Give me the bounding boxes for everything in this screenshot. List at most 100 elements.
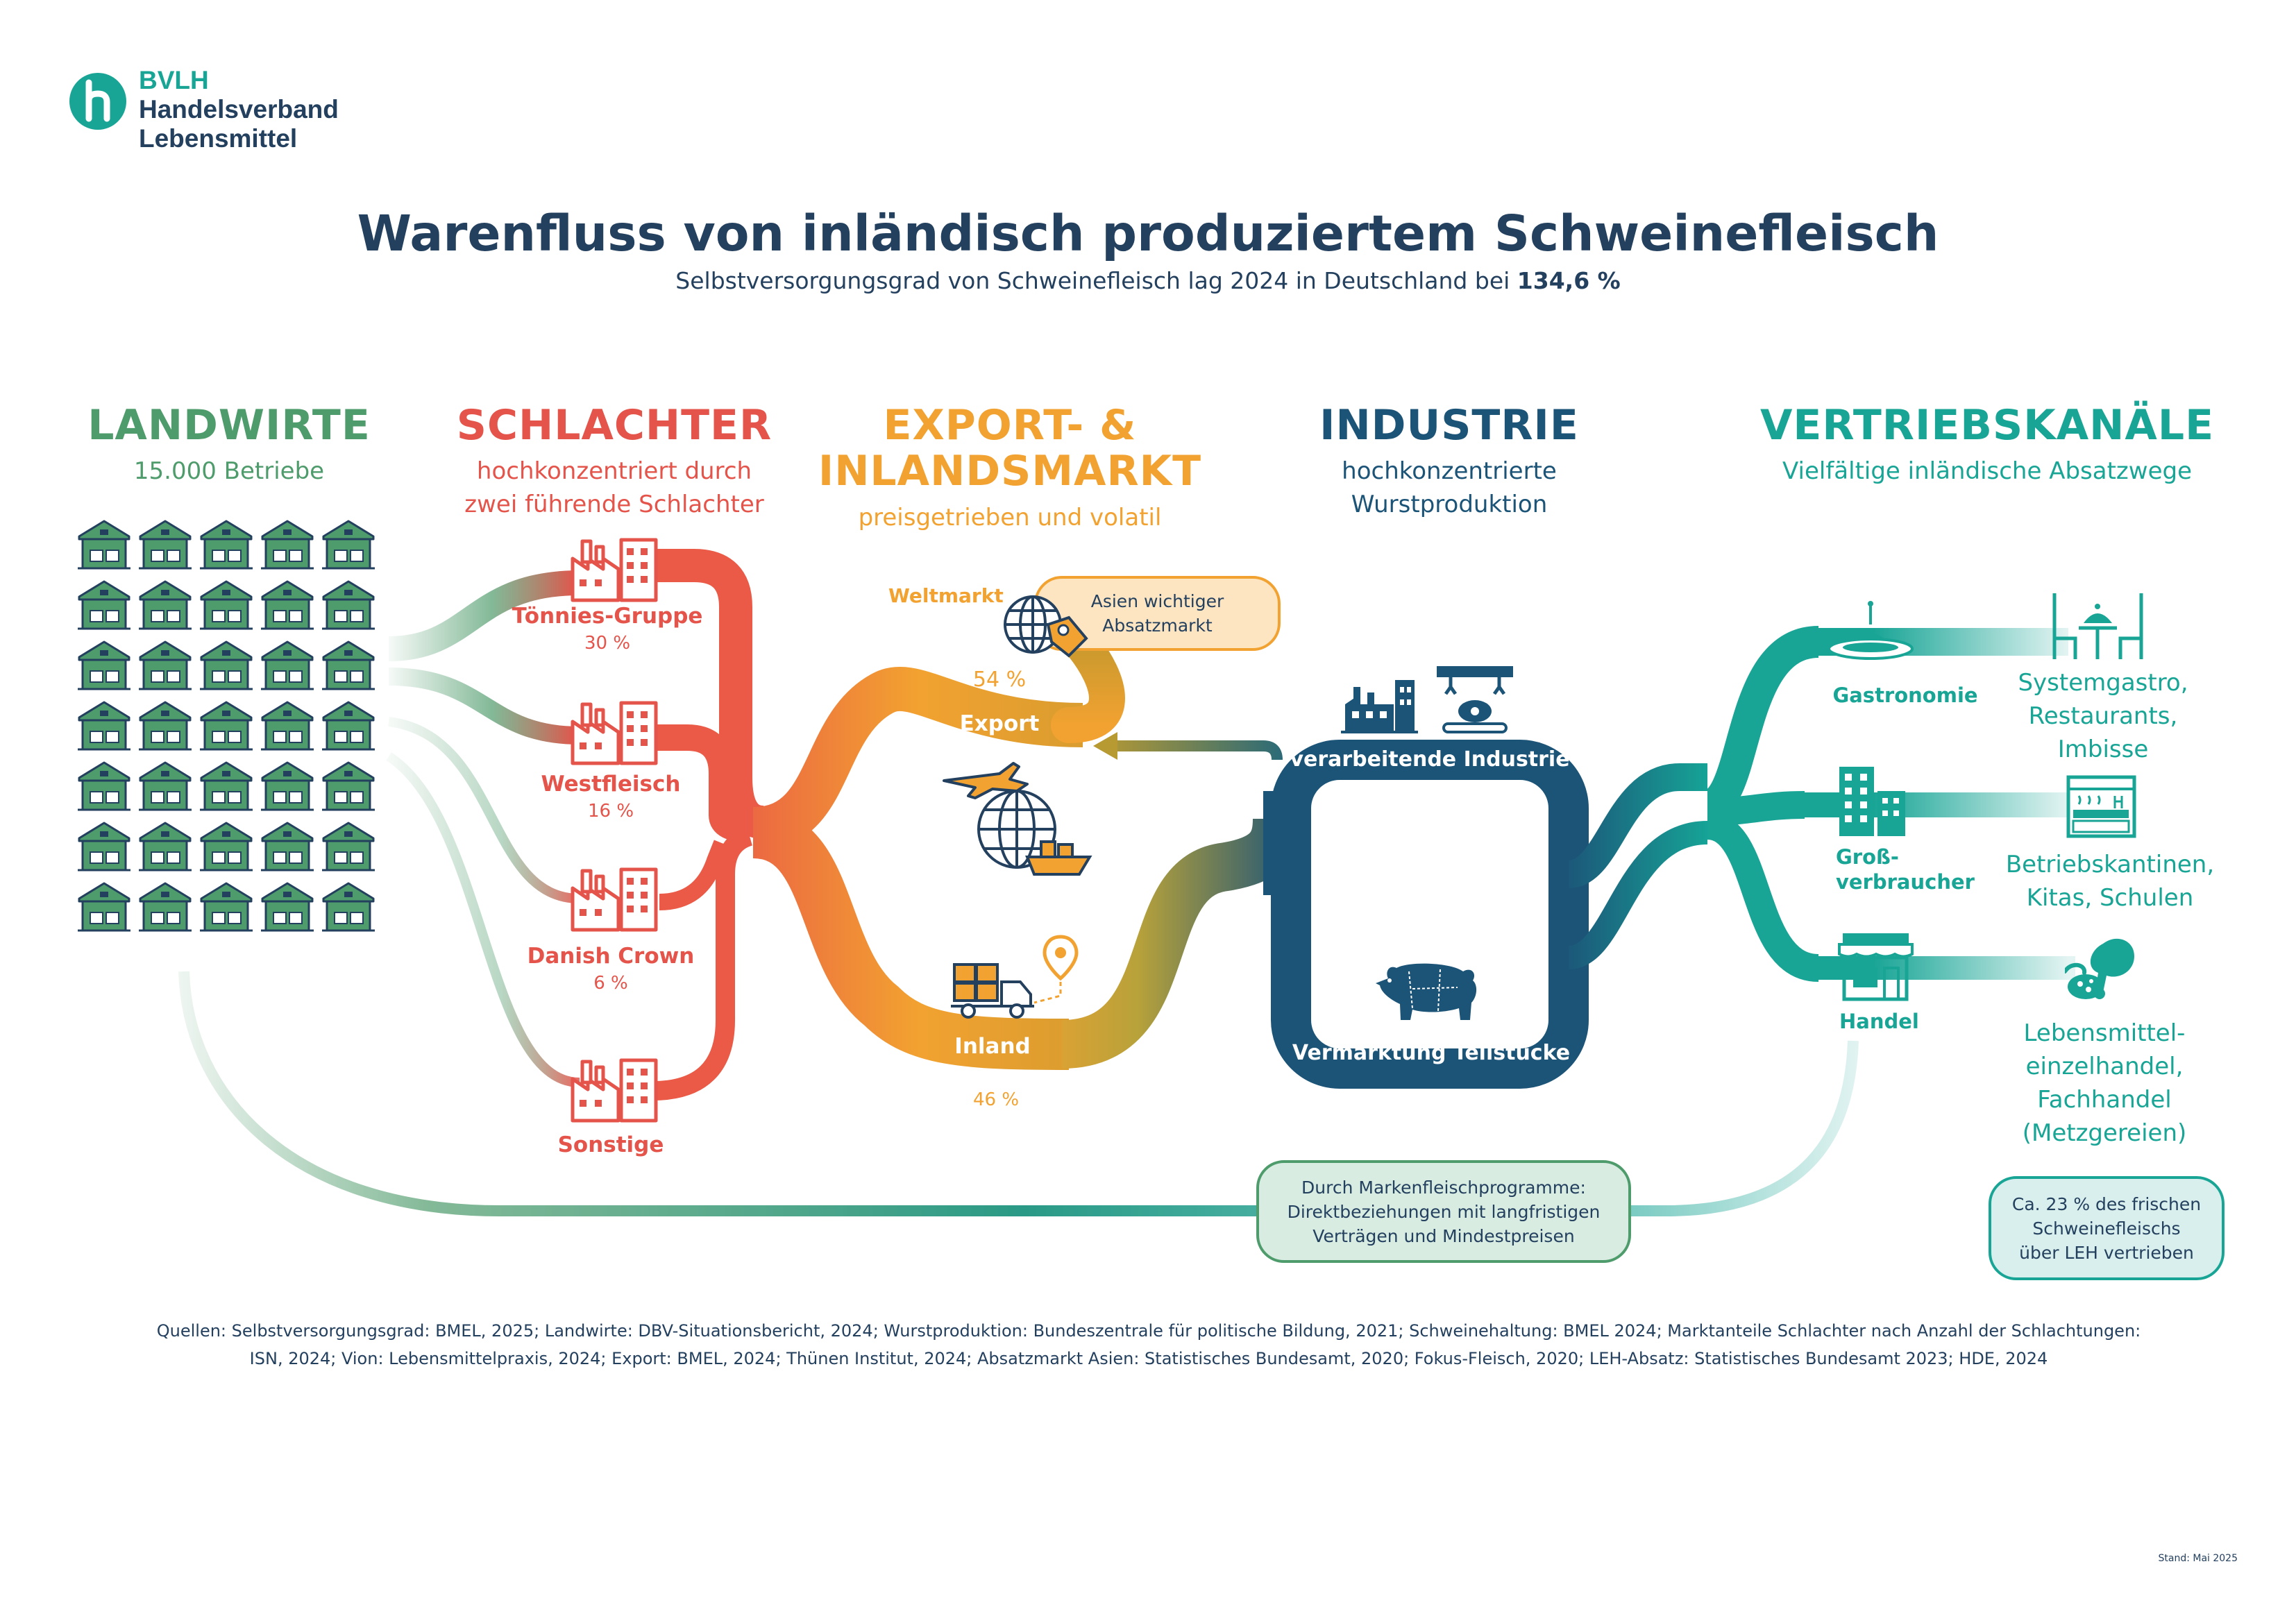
gastro-desc-1: Systemgastro, (2018, 669, 2188, 697)
canteen-counter-icon (2066, 775, 2136, 838)
meat-products-icon (2065, 938, 2134, 999)
sources-line2: ISN, 2024; Vion: Lebensmittelpraxis, 202… (249, 1349, 2048, 1368)
pig-cuts-icon (1376, 963, 1477, 1020)
slaughterer-share: 16 % (587, 801, 634, 822)
sources: Quellen: Selbstversorgungsgrad: BMEL, 20… (104, 1317, 2193, 1373)
inland-label: Inland (954, 1034, 1031, 1059)
channel-grossverbraucher-1: Groß- (1836, 845, 1899, 869)
farm-building-icon (139, 580, 192, 630)
flow-industry-channels (1567, 763, 1707, 888)
handel-desc-2: einzelhandel, (2025, 1053, 2184, 1080)
heading-vertriebskanaele: VERTRIEBSKANÄLE (1759, 401, 2215, 450)
heading-markt-2: INLANDSMARKT (818, 447, 1202, 495)
markenfleisch-bubble: Durch Markenfleischprogramme: Direktbezi… (1256, 1160, 1631, 1263)
slaughterer-share: 30 % (584, 633, 631, 654)
asia-bubble-line2: Absatzmarkt (1102, 615, 1213, 636)
channel-grossverbraucher-2: verbraucher (1836, 870, 1975, 894)
farm-building-icon (139, 520, 192, 570)
farm-building-icon (261, 520, 314, 570)
logo-line3: Lebensmittel (139, 124, 298, 153)
restaurant-table-icon (2052, 593, 2143, 659)
leh-line3: über LEH vertrieben (2019, 1242, 2194, 1263)
shop-icon (1838, 933, 1914, 1001)
subheading-vertriebskanaele: Vielfältige inländische Absatzwege (1782, 457, 2192, 485)
farm-building-icon (322, 822, 375, 872)
flow-farm-danishcrown (388, 717, 580, 903)
asia-bubble-line1: Asien wichtiger (1090, 591, 1224, 611)
channel-handel: Handel (1839, 1010, 1919, 1033)
industry-loop (1271, 740, 1589, 1089)
industrial-plant-icon (1341, 680, 1418, 733)
farm-building-icon (139, 761, 192, 811)
farm-building-icon (78, 701, 130, 751)
farm-building-icon (200, 520, 253, 570)
gv-desc-1: Betriebskantinen, (2005, 851, 2215, 878)
subheading-industrie-2: Wurstproduktion (1351, 491, 1548, 518)
handel-desc-1: Lebensmittel- (2023, 1019, 2186, 1047)
export-label: Export (959, 711, 1040, 736)
farm-building-icon (200, 640, 253, 690)
weltmarkt-label: Weltmarkt (888, 584, 1004, 607)
flow-to-gastro (1704, 626, 1820, 821)
flow-farm-sonstige (386, 752, 580, 1087)
page-subtitle: Selbstversorgungsgrad von Schweinefleisc… (675, 267, 1620, 294)
page-title: Warenfluss von inländisch produziertem S… (357, 205, 1939, 262)
farm-building-icon (261, 640, 314, 690)
farm-building-icon (322, 640, 375, 690)
gastro-desc-2: Restaurants, (2028, 702, 2178, 730)
channel-gastronomie: Gastronomie (1832, 683, 1978, 707)
leh-line1: Ca. 23 % des frischen (2011, 1193, 2202, 1214)
export-share: 54 % (972, 668, 1027, 692)
handel-desc-3: Fachhandel (2037, 1086, 2172, 1114)
farm-building-icon (78, 761, 130, 811)
farm-building-icon (322, 701, 375, 751)
stand-date: Stand: Mai 2025 (2158, 1553, 2238, 1564)
heading-schlachter: SCHLACHTER (456, 401, 773, 450)
markenfleisch-line2: Direktbeziehungen mit langfristigen (1287, 1201, 1601, 1222)
flow-arrow-head (1093, 732, 1117, 760)
farm-building-icon (139, 822, 192, 872)
heading-markt-1: EXPORT- & (883, 401, 1137, 450)
logo-line1: BVLH (139, 66, 209, 94)
farm-building-icon (322, 580, 375, 630)
delivery-truck-icon (951, 963, 1034, 1019)
farm-building-icon (78, 822, 130, 872)
cuts-marketing-label: Vermarktung Teilstücke (1292, 1041, 1571, 1065)
flow-to-handel (1705, 812, 1820, 982)
flow-to-export (752, 666, 1083, 851)
heading-landwirte: LANDWIRTE (87, 401, 371, 450)
farm-building-icon (200, 701, 253, 751)
farm-building-icon (261, 822, 314, 872)
slaughterer-name: Danish Crown (527, 944, 695, 969)
slaughterer-name: Sonstige (557, 1132, 664, 1157)
farm-building-icon (78, 882, 130, 932)
inland-share: 46 % (972, 1089, 1020, 1110)
farm-buildings (78, 520, 375, 932)
flow-westfleisch (625, 724, 750, 842)
factory-icon (571, 538, 658, 602)
farm-building-icon (200, 761, 253, 811)
flow-industry-channels-low (1567, 821, 1708, 969)
gv-desc-2: Kitas, Schulen (2026, 884, 2194, 912)
farm-building-icon (322, 520, 375, 570)
flow-farm-westfleisch (388, 668, 580, 745)
subheading-landwirte: 15.000 Betriebe (133, 457, 325, 485)
logo[interactable]: BVLH Handelsverband Lebensmittel (69, 66, 347, 163)
flow-industry-export (1104, 740, 1283, 760)
subtitle-value: 134,6 % (1517, 267, 1621, 294)
slaughterer-name: Tönnies-Gruppe (512, 604, 703, 629)
subheading-industrie-1: hochkonzentrierte (1342, 457, 1557, 485)
flow-farm-toennies (388, 570, 580, 661)
location-pin-icon (1033, 935, 1079, 1004)
farm-building-icon (200, 822, 253, 872)
leh-line2: Schweinefleischs (2032, 1218, 2181, 1239)
office-building-icon (1839, 767, 1905, 836)
subheading-markt: preisgetrieben und volatil (858, 504, 1162, 532)
meat-processing-machine-icon (1437, 666, 1513, 733)
bvlh-logo-icon (69, 73, 126, 130)
factory-icon (571, 701, 658, 765)
farm-building-icon (322, 761, 375, 811)
leh-bubble: Ca. 23 % des frischen Schweinefleischs ü… (1989, 1176, 2225, 1280)
farm-building-icon (322, 882, 375, 932)
